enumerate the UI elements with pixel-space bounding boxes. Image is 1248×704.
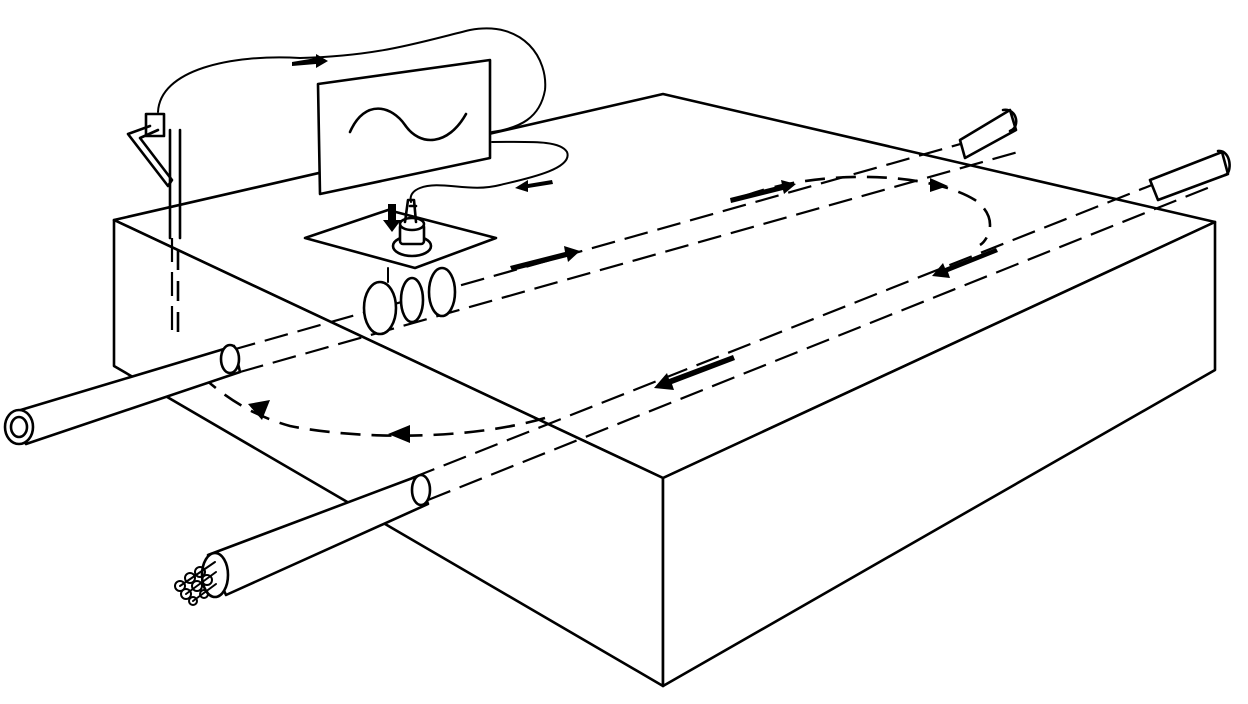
arrow-pipe-2 bbox=[730, 180, 796, 203]
sine-wave bbox=[348, 107, 468, 142]
cable-strands bbox=[174, 561, 217, 606]
arrow-loop-bottom bbox=[388, 425, 410, 443]
buried-pipe-right-end bbox=[958, 108, 1018, 160]
arrow-cable-2 bbox=[654, 355, 735, 390]
ground-block bbox=[112, 92, 1217, 688]
arrow-pipe-1 bbox=[510, 246, 580, 271]
buried-cable-back-end bbox=[1148, 149, 1231, 202]
sensor-pad bbox=[303, 208, 498, 270]
current-return-path bbox=[176, 175, 992, 437]
buried-pipe-left-end bbox=[3, 343, 242, 446]
buried-cable-hidden bbox=[411, 158, 1216, 502]
connecting-leads bbox=[126, 27, 569, 330]
detector-coil bbox=[383, 198, 433, 258]
arrow-cable-1 bbox=[932, 248, 998, 278]
transmitter-coupler bbox=[362, 266, 457, 336]
arrow-loop-right bbox=[930, 178, 948, 192]
signal-generator-display bbox=[316, 58, 492, 196]
arrow-lower-lead bbox=[515, 180, 553, 192]
current-direction-arrows bbox=[248, 54, 998, 443]
arrow-loop-left bbox=[248, 400, 270, 420]
arrow-top-lead bbox=[292, 54, 328, 68]
ground-clamp bbox=[126, 112, 182, 240]
buried-cable-front-end bbox=[174, 473, 432, 606]
ground-block-right-face bbox=[661, 220, 1217, 688]
